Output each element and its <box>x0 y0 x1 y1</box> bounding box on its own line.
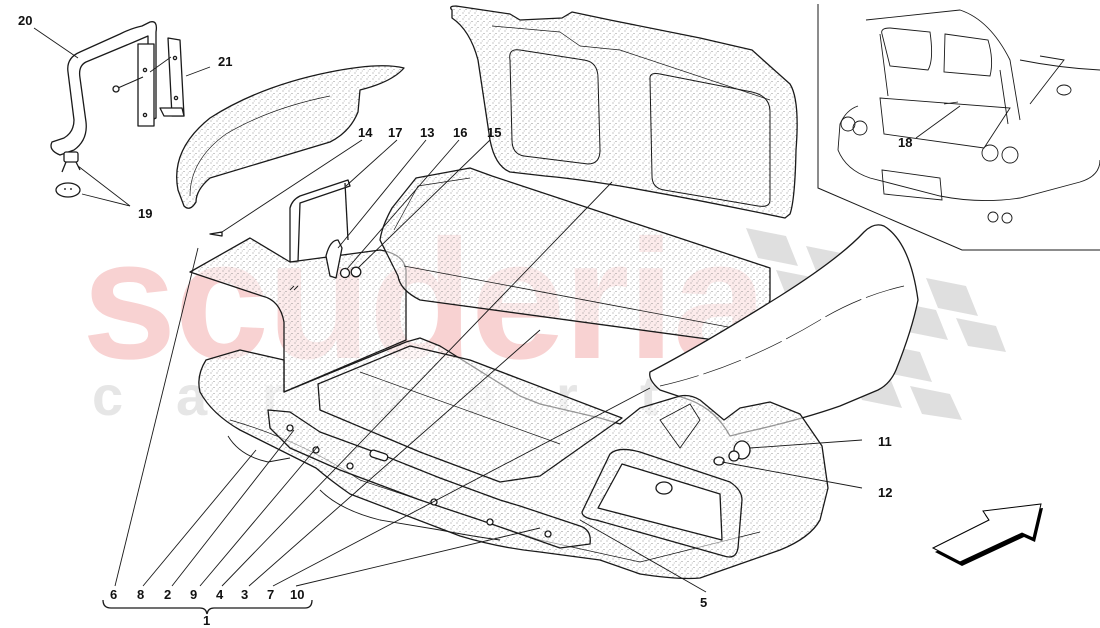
callout-20[interactable]: 20 <box>18 13 33 28</box>
callout-9[interactable]: 9 <box>190 587 198 602</box>
callout-12[interactable]: 12 <box>878 485 893 500</box>
car-inset-frame <box>817 4 1100 251</box>
callout-16[interactable]: 16 <box>453 125 468 140</box>
callout-15[interactable]: 15 <box>487 125 502 140</box>
side-trim-panel <box>176 65 405 209</box>
callout-4[interactable]: 4 <box>216 587 224 602</box>
watermark-letter: c <box>92 364 124 427</box>
callout-11[interactable]: 11 <box>878 434 892 449</box>
callout-14[interactable]: 14 <box>358 125 373 140</box>
callout-7[interactable]: 7 <box>267 587 275 602</box>
knob-part <box>728 440 751 462</box>
strap-handle-part <box>50 21 158 156</box>
callout-1[interactable]: 1 <box>203 613 211 628</box>
callout-5[interactable]: 5 <box>700 595 708 610</box>
washer-part <box>339 267 351 279</box>
side-flap-part <box>289 179 351 263</box>
nut-part <box>350 266 362 278</box>
back-wall-panel <box>379 167 771 345</box>
group-brace <box>102 599 313 615</box>
callout-6[interactable]: 6 <box>110 587 118 602</box>
small-washer-part <box>713 456 725 466</box>
callout-2[interactable]: 2 <box>164 587 172 602</box>
clip-part <box>55 151 81 198</box>
left-wing-panel <box>189 237 407 393</box>
callout-17[interactable]: 17 <box>388 125 403 140</box>
floor-mat-part <box>317 345 623 483</box>
callout-19[interactable]: 19 <box>138 206 153 221</box>
callout-13[interactable]: 13 <box>420 125 435 140</box>
front-sill-strip <box>267 409 591 549</box>
callout-10[interactable]: 10 <box>290 587 305 602</box>
hook-bracket-part <box>325 239 343 279</box>
callout-18[interactable]: 18 <box>898 135 913 150</box>
strap-bracket-part <box>159 37 185 117</box>
arrow-up-right-icon <box>931 503 1043 566</box>
leader-lines <box>33 27 961 593</box>
callout-8[interactable]: 8 <box>137 587 145 602</box>
callout-21[interactable]: 21 <box>218 54 233 69</box>
screw-part <box>112 56 172 93</box>
callout-3[interactable]: 3 <box>241 587 249 602</box>
car-rear-illustration <box>837 9 1100 224</box>
